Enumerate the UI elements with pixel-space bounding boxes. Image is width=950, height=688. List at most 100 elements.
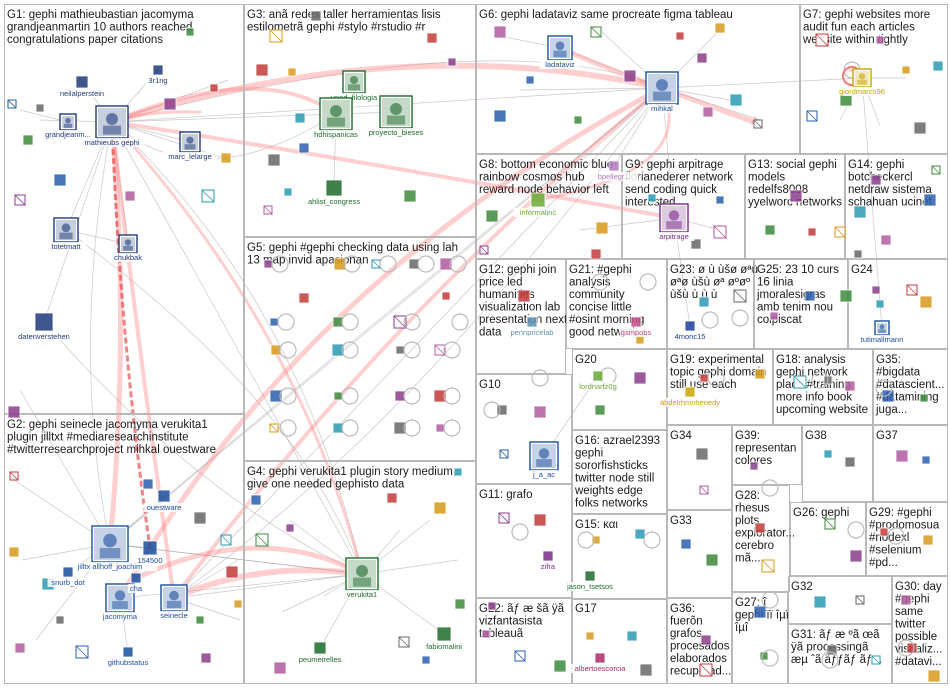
- node-square: [542, 550, 554, 562]
- node-label-bg: [143, 503, 185, 512]
- minor-node-layer: [7, 10, 944, 683]
- minor-node: [124, 190, 136, 202]
- node-avatar-body: [184, 144, 196, 150]
- group-label-line: #nodexl: [869, 532, 909, 544]
- group-label-line: gephi: [575, 448, 603, 460]
- node-avatar-head: [390, 103, 402, 115]
- node-avatar-body: [103, 125, 121, 135]
- self-loop: [403, 313, 421, 331]
- node-label: neilalperstein: [60, 89, 104, 98]
- group-box: [667, 510, 732, 598]
- minor-node: [195, 615, 205, 625]
- minor-node: [493, 25, 507, 39]
- node-label: verukita1: [347, 590, 377, 599]
- group-label-line: G11: grafo: [479, 489, 533, 501]
- node-avatar-body: [99, 548, 121, 559]
- self-loop: [403, 341, 421, 359]
- edge: [111, 121, 363, 575]
- self-loop: [277, 313, 295, 331]
- minor-node: [807, 227, 817, 237]
- node-label-bg: [567, 664, 633, 673]
- node-label-bg: [101, 658, 155, 667]
- minor-node: [769, 311, 779, 321]
- node-label-bg: [835, 87, 889, 96]
- node-label-bg: [513, 208, 563, 217]
- minor-node: [764, 224, 776, 236]
- minor-node-mark: [220, 534, 232, 546]
- node-20: 4monc15: [673, 320, 707, 341]
- node-avatar-head: [114, 590, 126, 601]
- node-label: tutimallmann: [861, 335, 904, 344]
- group-box: [622, 154, 745, 259]
- node-avatar-head: [61, 223, 71, 233]
- group-box: [572, 349, 667, 430]
- minor-node: [481, 629, 491, 639]
- minor-node: [573, 115, 583, 125]
- self-loop: [379, 255, 397, 273]
- group-label-line: colpiscat: [757, 314, 803, 326]
- node-19: gsmpobs: [619, 316, 653, 337]
- node-label: cha: [130, 584, 143, 593]
- node-square: [594, 652, 606, 664]
- minor-node-mark: [255, 533, 269, 547]
- self-loop: [483, 401, 501, 419]
- node-label: seinecle: [160, 611, 188, 620]
- minor-node-mark: [793, 375, 807, 389]
- minor-node: [853, 249, 863, 259]
- minor-node: [754, 522, 766, 534]
- node-label-bg: [673, 332, 707, 341]
- minor-node: [403, 189, 417, 203]
- self-loop: [417, 255, 435, 273]
- node-label: marc_lelarge: [168, 152, 211, 161]
- minor-node: [875, 299, 885, 309]
- group-label-line: G36:: [670, 603, 695, 615]
- node-label: mathieubs gephi: [84, 138, 139, 147]
- group-label: G34: [670, 430, 692, 442]
- node-avatar-head: [858, 73, 866, 80]
- minor-node: [729, 93, 743, 107]
- group-label-line: G10: [479, 379, 501, 391]
- group-label-line: G16: azrael2393: [575, 435, 660, 447]
- group-label-line: G20: [575, 354, 597, 366]
- group-label-line: send coding quick: [625, 184, 717, 196]
- node-label-bg: [535, 562, 561, 571]
- node-label: 4monc15: [675, 332, 706, 341]
- group-label-line: G8: bottom economic blue: [479, 159, 613, 171]
- node-square: [684, 320, 696, 332]
- minor-node: [553, 659, 567, 673]
- node-avatar-body: [857, 79, 867, 85]
- node-label-bg: [79, 138, 145, 147]
- minor-node-mark: [434, 344, 446, 356]
- node-label: arpitrage: [659, 232, 689, 241]
- group-label-line: congratulations paper citations: [7, 34, 163, 46]
- minor-node: [879, 527, 889, 537]
- node-label-bg: [301, 197, 367, 206]
- minor-node: [849, 549, 863, 563]
- node-avatar-head: [186, 136, 194, 144]
- group-label: G33: [670, 515, 692, 527]
- group-label-line: G31: ãƒ æ ºã œã: [791, 629, 880, 641]
- self-loop: [341, 387, 359, 405]
- node-label: hdhispanicas: [314, 130, 358, 139]
- minor-node: [927, 669, 941, 683]
- group-label: G32: [791, 581, 813, 593]
- node-square: [130, 572, 142, 584]
- minor-node: [590, 248, 602, 260]
- minor-node-mark: [761, 559, 775, 573]
- node-12: ladataviz: [539, 35, 581, 69]
- minor-node: [525, 75, 535, 85]
- minor-node-mark: [733, 289, 747, 303]
- node-avatar-head: [555, 41, 565, 51]
- minor-node: [702, 106, 714, 118]
- self-loop: [341, 341, 359, 359]
- edge: [109, 87, 663, 545]
- group-box: [873, 425, 948, 502]
- node-square: [526, 316, 538, 328]
- node-1: 3r1ng: [145, 64, 171, 85]
- group-label-line: G5: gephi #gephi checking data using lah: [247, 242, 458, 254]
- group-box: [476, 374, 572, 484]
- minor-node: [285, 523, 295, 533]
- group-label-line: G18: analysis: [776, 354, 846, 366]
